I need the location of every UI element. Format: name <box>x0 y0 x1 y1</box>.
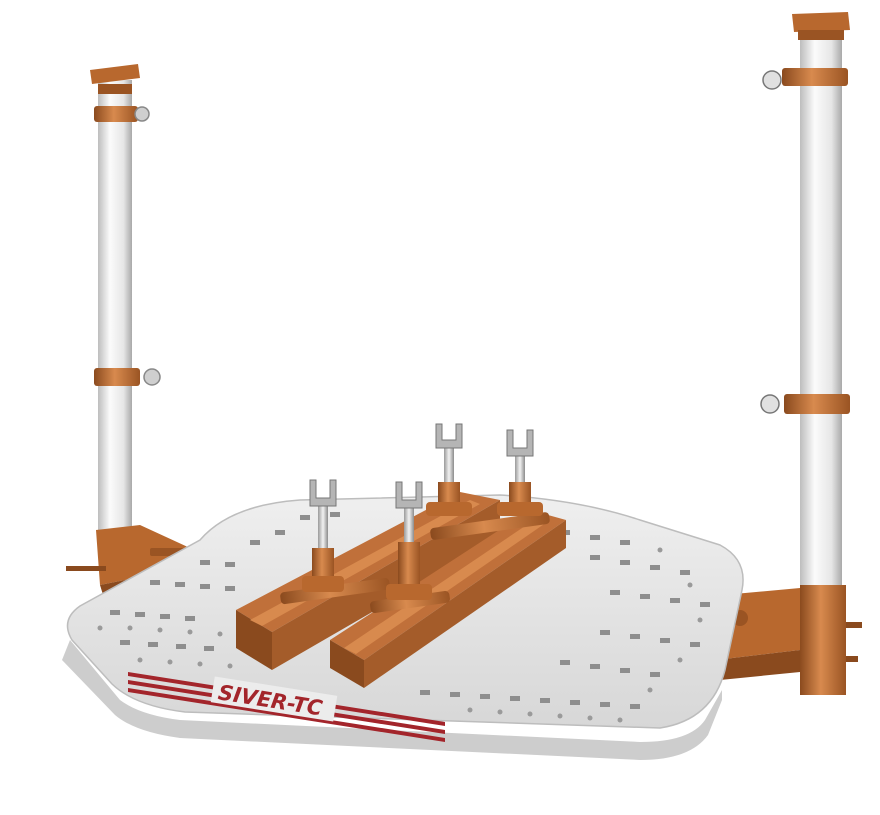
clamp-post-1 <box>302 479 344 592</box>
clamp-post-2 <box>386 481 432 600</box>
right-pillar <box>712 12 862 695</box>
clamp-post-4 <box>497 429 543 516</box>
clamp-rails <box>236 492 566 688</box>
clamp-post-3 <box>426 423 472 516</box>
platform-holes <box>110 512 710 709</box>
left-pillar <box>66 64 196 598</box>
